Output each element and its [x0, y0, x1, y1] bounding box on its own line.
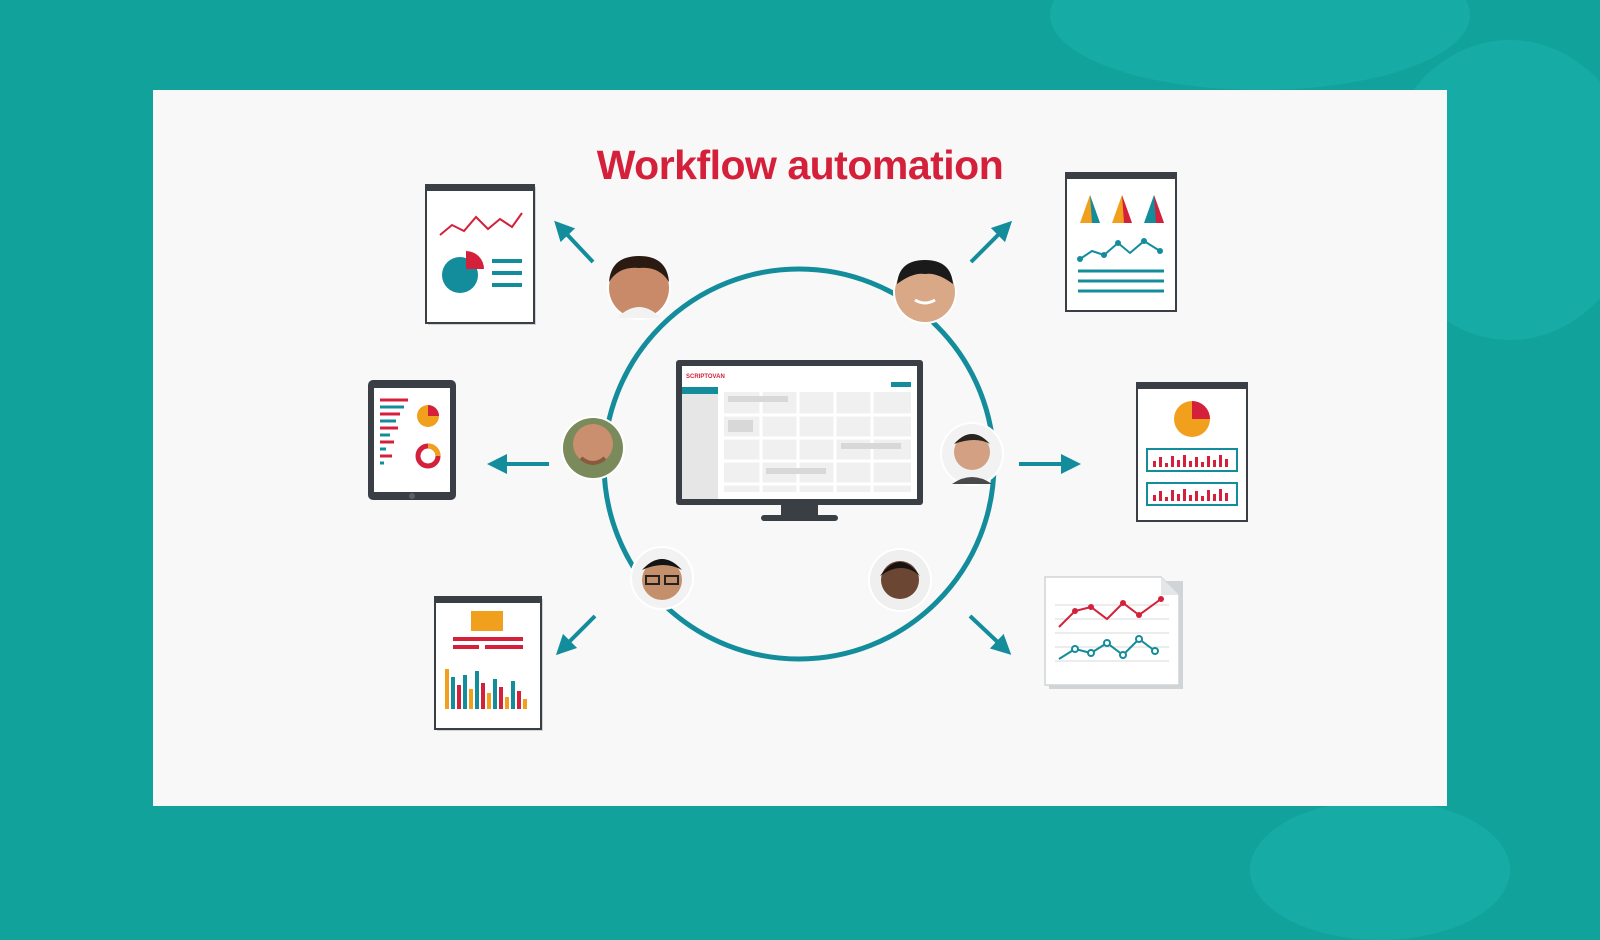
person-avatar-icon [630, 546, 694, 610]
line-chart-report-icon [1044, 576, 1183, 689]
person-avatar-icon [940, 422, 1004, 486]
background-shape [1250, 800, 1510, 940]
person-avatar-icon [893, 260, 957, 324]
diagram-title: Workflow automation [596, 142, 1004, 188]
pyramid-chart-report-icon [1065, 172, 1177, 312]
diagram-card: Workflow automation SCRIPTOVAN [153, 90, 1447, 806]
monitor-logo: SCRIPTOVAN [686, 374, 725, 380]
arrow-icon [555, 614, 597, 656]
workflow-diagram: SCRIPTOVAN [368, 172, 1248, 731]
arrow-icon [968, 614, 1012, 655]
arrow-icon [969, 220, 1013, 264]
background-shape [1050, 0, 1470, 90]
arrow-icon [554, 220, 595, 264]
monitor-icon: SCRIPTOVAN [676, 360, 923, 521]
person-avatar-icon [607, 256, 671, 320]
person-avatar-icon [868, 548, 932, 612]
person-avatar-icon [561, 416, 625, 480]
analytics-report-icon [425, 184, 536, 325]
tablet-report-icon [368, 380, 456, 500]
bar-chart-report-icon [1136, 382, 1248, 522]
org-chart-report-icon [434, 596, 543, 731]
